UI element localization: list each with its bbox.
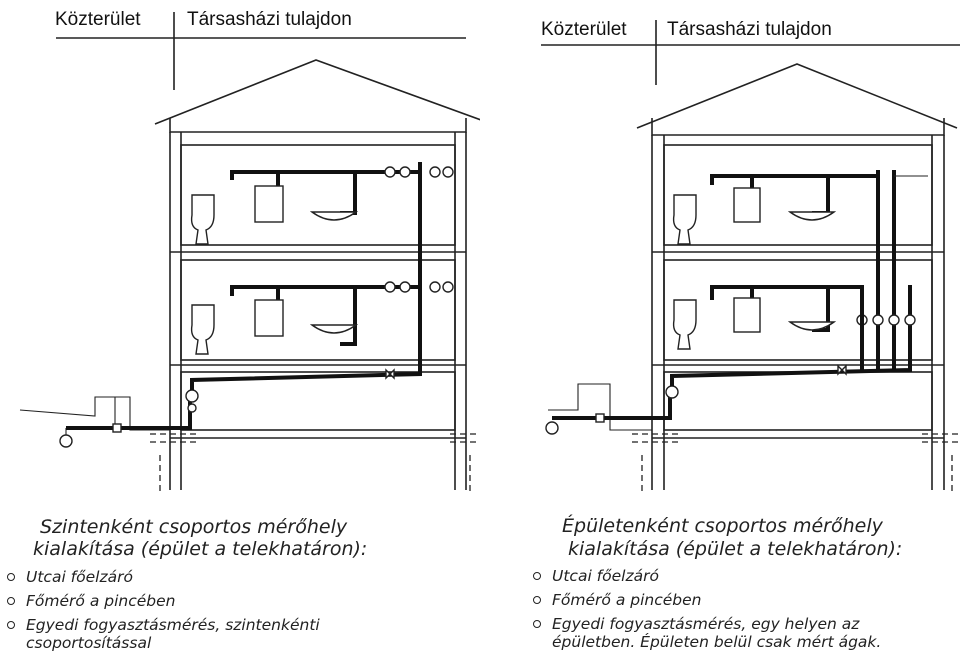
- list-item: Utcai főelzáró: [4, 568, 320, 586]
- right-basement: [663, 371, 933, 431]
- bullet-icon: [7, 597, 15, 605]
- left-floor-1: [180, 259, 456, 361]
- left-main-meter-icon: [185, 389, 199, 403]
- left-caption-line2: kialakítása (épület a telekhatáron):: [33, 538, 368, 560]
- left-toilet-icon: [190, 194, 215, 245]
- left-sink-icon: [309, 324, 359, 334]
- left-floor-2: [180, 144, 456, 246]
- left-bullet-list: Utcai főelzáró Főmérő a pincében Egyedi …: [4, 568, 320, 658]
- left-boiler-icon: [254, 299, 284, 337]
- right-floor-2: [663, 144, 933, 246]
- right-meter-icon: [872, 314, 884, 326]
- left-building-diagram: [19, 12, 480, 495]
- left-label-private: Társasházi tulajdon: [187, 9, 352, 30]
- left-toilet-icon: [190, 304, 215, 355]
- bullet-icon: [533, 596, 541, 604]
- bullet-icon: [7, 573, 15, 581]
- right-boiler-icon: [733, 187, 761, 223]
- right-caption-line1: Épületenként csoportos mérőhely: [562, 515, 883, 537]
- right-meter-icon: [856, 314, 868, 326]
- right-boiler-icon: [733, 297, 761, 333]
- right-toilet-icon: [672, 194, 697, 245]
- right-bullet-list: Utcai főelzáró Főmérő a pincében Egyedi …: [530, 567, 881, 657]
- bullet-icon: [533, 620, 541, 628]
- left-street-valve-icon: [59, 434, 73, 448]
- left-label-public: Közterület: [55, 9, 141, 30]
- left-roof: [154, 59, 480, 125]
- right-sink-icon: [787, 321, 837, 331]
- right-label-public: Közterület: [541, 19, 627, 40]
- list-item: Utcai főelzáró: [530, 567, 881, 585]
- bullet-icon: [7, 621, 15, 629]
- left-caption-line1: Szintenként csoportos mérőhely: [40, 516, 348, 538]
- right-roof: [636, 63, 958, 129]
- right-caption-line2: kialakítása (épület a telekhatáron):: [568, 538, 903, 560]
- list-item-continuation: csoportosítással: [26, 634, 152, 652]
- list-item: Főmérő a pincében: [4, 592, 320, 610]
- left-sink-icon: [309, 211, 359, 221]
- left-basement: [180, 371, 456, 431]
- left-boiler-icon: [254, 185, 284, 223]
- right-street-valve-icon: [545, 421, 559, 435]
- right-main-meter-icon: [665, 385, 679, 399]
- right-toilet-icon: [672, 299, 697, 350]
- right-meter-icon: [904, 314, 916, 326]
- list-item: Egyedi fogyasztásmérés, szintenkénti: [4, 616, 320, 634]
- bullet-icon: [533, 572, 541, 580]
- right-sink-icon: [787, 211, 837, 221]
- right-label-private: Társasházi tulajdon: [667, 19, 832, 40]
- right-floor-1: [663, 259, 933, 361]
- list-item: Egyedi fogyasztásmérés, egy helyen az: [530, 615, 881, 633]
- right-meter-icon: [888, 314, 900, 326]
- list-item: Főmérő a pincében: [530, 591, 881, 609]
- list-item-continuation: épületben. Épületen belül csak mért ágak…: [552, 633, 882, 651]
